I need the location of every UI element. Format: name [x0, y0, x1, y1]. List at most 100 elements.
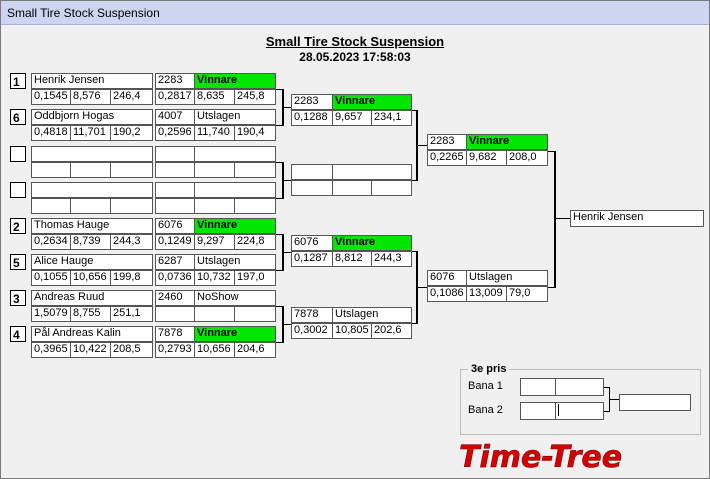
competitor-name[interactable] [31, 182, 153, 198]
seed-box [10, 146, 26, 162]
result-stat: 202,6 [371, 323, 412, 339]
competitor-stat: 199,8 [110, 270, 153, 286]
bracket-line [418, 287, 427, 288]
car-number: 2460 [155, 290, 195, 306]
page-title: Small Tire Stock Suspension [265, 34, 445, 49]
result-stat: 190,4 [234, 125, 276, 141]
bracket-line [276, 89, 282, 90]
result-stat [291, 180, 333, 196]
result-status: Vinnare [194, 326, 276, 342]
third-place-result[interactable] [619, 394, 691, 411]
competitor-name[interactable]: Oddbjorn Hogas [31, 109, 153, 125]
page-datetime: 28.05.2023 17:58:03 [299, 50, 411, 64]
competitor-stat: 11,701 [70, 125, 111, 141]
result-stat: 0,1249 [155, 234, 195, 250]
result-stat: 11,740 [194, 125, 235, 141]
bracket-line [556, 218, 570, 219]
seed-box: 5 [10, 254, 26, 270]
competitor-name[interactable] [31, 146, 153, 162]
result-status: Vinnare [332, 235, 412, 251]
car-number: 2283 [427, 134, 469, 150]
bracket-line [412, 110, 416, 111]
result-stat: 245,8 [234, 89, 276, 105]
title-bar: Small Tire Stock Suspension [1, 1, 709, 25]
competitor-name[interactable]: Alice Hauge [31, 254, 153, 270]
lane-2-field-b[interactable] [555, 402, 604, 420]
result-stat: 0,0736 [155, 270, 195, 286]
result-stat [234, 162, 276, 178]
bracket-line [284, 324, 291, 325]
car-number: 7878 [155, 326, 195, 342]
bracket-line [416, 251, 418, 324]
result-stat: 208,0 [506, 150, 548, 166]
seed-box: 1 [10, 73, 26, 89]
competitor-stat: 8,739 [70, 234, 111, 250]
competitor-stat: 251,1 [110, 306, 153, 322]
result-stat [155, 306, 195, 322]
seed-box: 4 [10, 326, 26, 342]
result-status [332, 164, 412, 180]
result-stat: 13,009 [466, 286, 507, 302]
result-stat: 0,1287 [291, 251, 333, 267]
competitor-stat: 0,1545 [31, 89, 71, 105]
result-status: Utslagen [466, 270, 548, 286]
car-number: 4007 [155, 109, 195, 125]
competitor-stat [31, 198, 71, 214]
competitor-stat [31, 162, 71, 178]
bracket-line [548, 151, 554, 152]
bracket-line [412, 323, 416, 324]
result-stat [155, 162, 195, 178]
bracket-line [282, 89, 284, 126]
lane-2-field-a[interactable] [520, 402, 556, 420]
result-stat [332, 180, 372, 196]
car-number: 6076 [155, 218, 195, 234]
result-stat: 224,8 [234, 234, 276, 250]
car-number: 2283 [155, 73, 195, 89]
seed-box: 2 [10, 218, 26, 234]
bracket-line [282, 234, 284, 271]
car-number: 6076 [427, 270, 469, 286]
lane-1-field-a[interactable] [520, 378, 556, 396]
bracket-line [276, 198, 282, 199]
competitor-name[interactable]: Henrik Jensen [31, 73, 153, 89]
result-stat: 0,1086 [427, 286, 467, 302]
competitor-stat: 190,2 [110, 125, 153, 141]
result-stat: 244,3 [371, 251, 412, 267]
car-number: 6287 [155, 254, 195, 270]
bracket-line [276, 234, 282, 235]
competitor-stat: 244,3 [110, 234, 153, 250]
seed-box [10, 182, 26, 198]
final-winner[interactable]: Henrik Jensen [570, 210, 704, 227]
result-stat [155, 198, 195, 214]
third-place-title: 3e pris [468, 363, 510, 375]
competitor-stat: 0,3965 [31, 342, 71, 358]
competitor-stat: 10,422 [70, 342, 111, 358]
competitor-name[interactable]: Pål Andreas Kalin [31, 326, 153, 342]
result-stat: 0,2265 [427, 150, 467, 166]
bracket-line [282, 306, 284, 343]
result-stat: 0,1288 [291, 110, 333, 126]
result-status: Utslagen [332, 307, 412, 323]
result-stat [234, 198, 276, 214]
result-status: Vinnare [466, 134, 548, 150]
result-stat: 9,657 [332, 110, 372, 126]
car-number: 6076 [291, 235, 333, 251]
result-stat: 9,682 [466, 150, 507, 166]
bracket-line [282, 162, 284, 199]
result-stat: 8,635 [194, 89, 235, 105]
logo-text: Time-Tree [459, 440, 622, 475]
time-tree-logo: Time-Tree [459, 440, 623, 475]
bracket-line [412, 251, 416, 252]
lane-1-field-b[interactable] [555, 378, 604, 396]
result-stat [194, 198, 235, 214]
bracket-line [416, 110, 418, 181]
competitor-name[interactable]: Andreas Ruud [31, 290, 153, 306]
result-status: Utslagen [194, 109, 276, 125]
competitor-stat: 0,4818 [31, 125, 71, 141]
seed-box: 3 [10, 290, 26, 306]
result-stat: 0,2817 [155, 89, 195, 105]
competitor-name[interactable]: Thomas Hauge [31, 218, 153, 234]
result-stat: 10,732 [194, 270, 235, 286]
result-status: Vinnare [194, 218, 276, 234]
window-title: Small Tire Stock Suspension [7, 6, 160, 20]
